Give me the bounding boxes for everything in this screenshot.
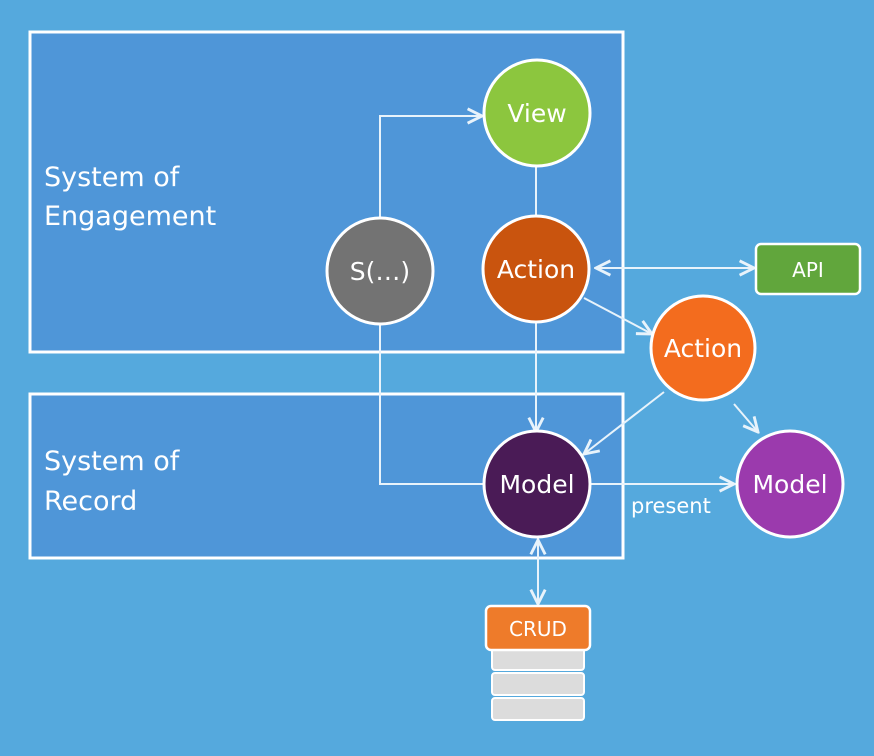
view-circle	[482, 58, 592, 168]
action-inner-label: Action	[497, 255, 575, 284]
edge-action-outer-to-model-outer	[733, 403, 758, 432]
db-disk-3	[491, 697, 585, 721]
state-circle	[325, 216, 435, 326]
action-outer-circle	[649, 294, 757, 402]
state-label: S(…)	[350, 257, 410, 286]
state-node[interactable]: S(…)	[325, 216, 435, 326]
action-inner-circle	[481, 214, 591, 324]
model-outer-node[interactable]: Model	[735, 429, 845, 539]
api-label: API	[792, 258, 824, 282]
model-outer-circle	[735, 429, 845, 539]
model-inner-node[interactable]: Model	[482, 429, 592, 539]
model-outer-label: Model	[752, 470, 827, 499]
model-inner-label: Model	[499, 470, 574, 499]
action-inner-node[interactable]: Action	[481, 214, 591, 324]
api-rect	[754, 242, 862, 296]
view-node[interactable]: View	[482, 58, 592, 168]
connectors	[379, 116, 758, 604]
present-label: present	[631, 494, 711, 518]
crud-rect	[484, 604, 592, 652]
edge-action-to-action-outer	[583, 297, 652, 334]
record-label-line1: System of	[44, 446, 181, 477]
edge-state-to-model	[379, 324, 484, 485]
api-box[interactable]: API	[754, 242, 862, 296]
engagement-label-line1: System of	[44, 162, 181, 193]
record-label-line2: Record	[44, 486, 137, 517]
engagement-label-line2: Engagement	[44, 201, 216, 232]
action-outer-label: Action	[664, 334, 742, 363]
model-inner-circle	[482, 429, 592, 539]
db-disk-2	[491, 672, 585, 696]
view-label: View	[507, 99, 566, 128]
db-disk-1	[491, 647, 585, 671]
crud-label: CRUD	[509, 617, 567, 641]
crud-database[interactable]: CRUD	[484, 604, 592, 721]
edge-state-to-view	[379, 116, 482, 218]
action-outer-node[interactable]: Action	[649, 294, 757, 402]
edge-action-outer-to-model	[584, 391, 665, 454]
